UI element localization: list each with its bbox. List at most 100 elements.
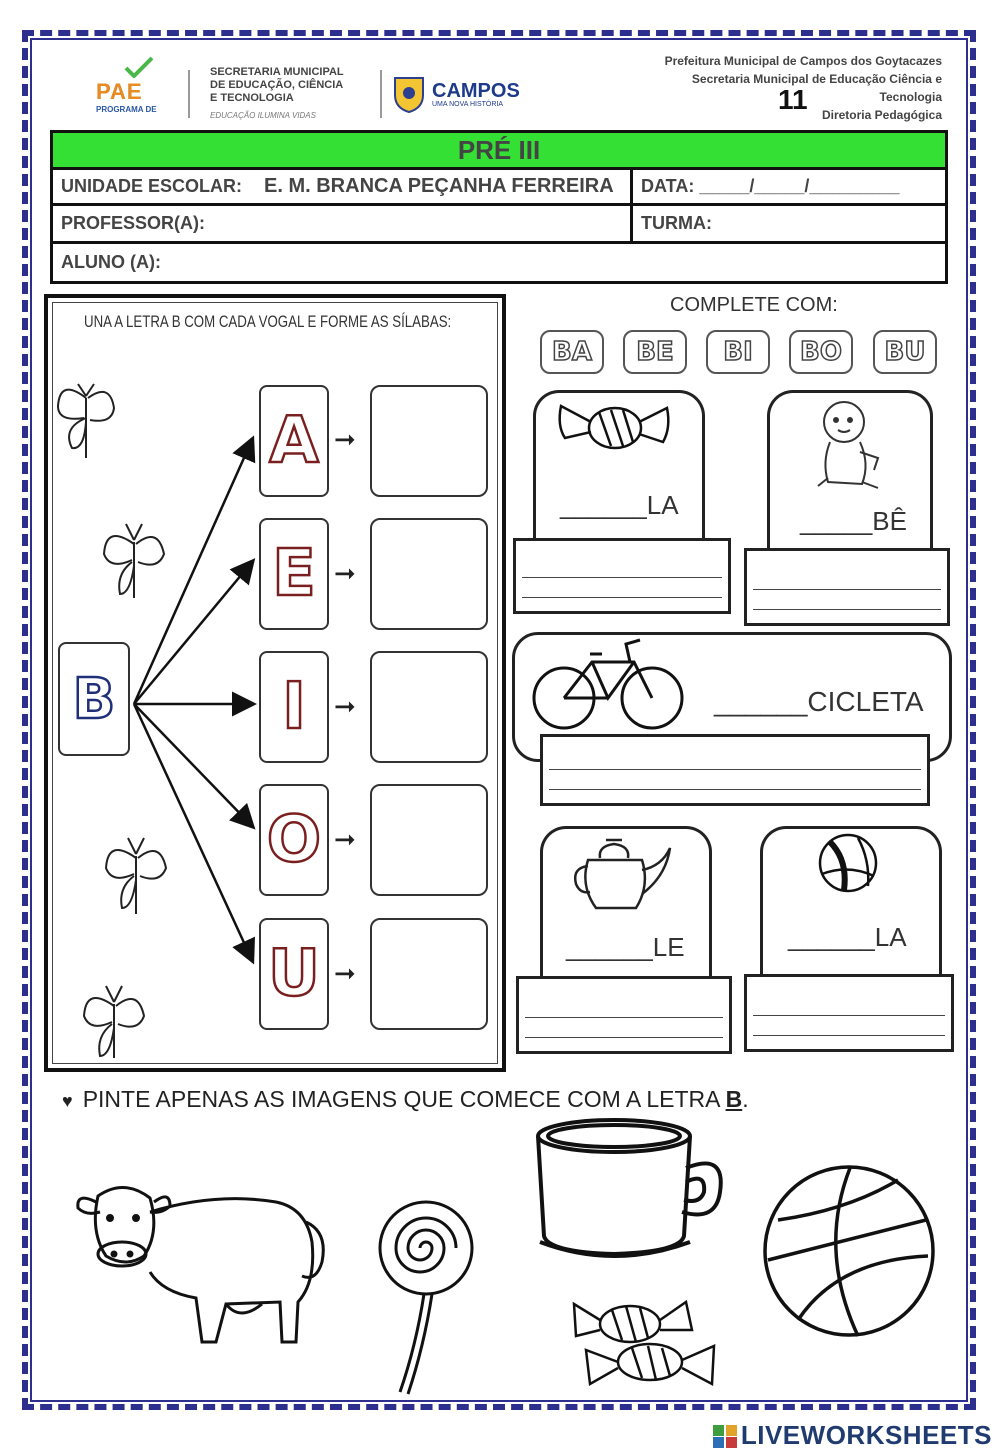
prefeitura-line-4: Diretoria Pedagógica bbox=[821, 108, 942, 122]
campos-crest-icon bbox=[394, 77, 424, 113]
word-ball: ______LA bbox=[788, 922, 907, 952]
bicycle-icon bbox=[532, 638, 684, 730]
bottom-instruction-text: PINTE APENAS AS IMAGENS QUE COMECE COM A… bbox=[82, 1086, 726, 1112]
campos-logo: CAMPOS UMA NOVA HISTÓRIA bbox=[392, 74, 552, 114]
campos-logo-text: CAMPOS bbox=[432, 80, 520, 102]
candy-icon bbox=[558, 404, 670, 450]
check-icon bbox=[124, 56, 154, 79]
syllable-bo: BO bbox=[789, 330, 853, 374]
ball-icon bbox=[818, 833, 878, 893]
right-arrow-icon: ➞ bbox=[334, 691, 356, 721]
word-baby: _____BÊ bbox=[800, 506, 907, 536]
class-label: TURMA: bbox=[641, 213, 712, 233]
teacher-row: PROFESSOR(A): TURMA: bbox=[50, 206, 948, 244]
student-row: ALUNO (A): bbox=[50, 244, 948, 284]
school-row: UNIDADE ESCOLAR: E. M. BRANCA PEÇANHA FE… bbox=[50, 170, 948, 206]
cow-icon[interactable] bbox=[66, 1172, 336, 1352]
vowel-box-i: I bbox=[259, 651, 329, 763]
beach-ball-icon[interactable] bbox=[758, 1160, 940, 1342]
syllable-bi: BI bbox=[706, 330, 770, 374]
heart-icon: ♥ bbox=[62, 1091, 73, 1111]
date-label[interactable]: DATA: _____/_____/_________ bbox=[641, 176, 900, 196]
campos-logo-sub: UMA NOVA HISTÓRIA bbox=[432, 101, 504, 108]
bottom-instruction-end: . bbox=[742, 1086, 749, 1112]
baby-icon bbox=[817, 401, 880, 489]
vowel-u: U bbox=[267, 936, 321, 1013]
footer-brand: LIVEWORKSHEETS bbox=[712, 1420, 992, 1451]
vowel-o: O bbox=[266, 802, 323, 879]
header-divider-2 bbox=[380, 70, 382, 118]
butterfly-icon bbox=[102, 523, 166, 598]
right-arrow-icon: ➞ bbox=[334, 824, 356, 854]
page-border bbox=[22, 30, 976, 1410]
word-bike: ______CICLETA bbox=[714, 686, 924, 717]
page-number: 11 bbox=[778, 84, 808, 115]
write-area-bike[interactable] bbox=[540, 734, 930, 806]
footer-brand-text: LIVEWORKSHEETS bbox=[740, 1420, 992, 1450]
syllable-bu: BU bbox=[873, 330, 937, 374]
teacher-label: PROFESSOR(A): bbox=[61, 213, 205, 233]
title-bar: PRÉ III bbox=[50, 130, 948, 170]
syllable-answer-ba[interactable] bbox=[370, 385, 488, 497]
butterfly-icon bbox=[82, 985, 146, 1058]
word-teapot: ______LE bbox=[566, 932, 685, 962]
vowel-box-e: E bbox=[259, 518, 329, 630]
write-area-ball[interactable] bbox=[744, 974, 954, 1052]
write-area-teapot[interactable] bbox=[516, 976, 732, 1054]
left-activity-panel bbox=[44, 294, 506, 1072]
prefeitura-line-3: Tecnologia bbox=[879, 90, 942, 104]
write-area-baby[interactable] bbox=[744, 548, 950, 626]
prefeitura-block: Prefeitura Municipal de Campos dos Goyta… bbox=[602, 52, 942, 124]
syllable-ba: BA bbox=[540, 330, 604, 374]
right-instruction: COMPLETE COM: bbox=[670, 294, 838, 316]
mug-icon[interactable] bbox=[530, 1112, 730, 1268]
right-arrow-icon: ➞ bbox=[334, 424, 356, 454]
school-label: UNIDADE ESCOLAR: bbox=[61, 176, 243, 196]
letter-b: B bbox=[71, 665, 116, 733]
vowel-box-a: A bbox=[259, 385, 329, 497]
vowel-box-o: O bbox=[259, 784, 329, 896]
right-arrow-icon: ➞ bbox=[334, 558, 356, 588]
syllable-be: BE bbox=[623, 330, 687, 374]
vowel-box-u: U bbox=[259, 918, 329, 1030]
butterfly-icon bbox=[56, 383, 116, 458]
secretaria-line-3: E TECNOLOGIA bbox=[210, 92, 294, 104]
syllable-answer-bi[interactable] bbox=[370, 651, 488, 763]
bottom-instruction: ♥ PINTE APENAS AS IMAGENS QUE COMECE COM … bbox=[62, 1086, 749, 1113]
pae-logo-text: PAE bbox=[96, 79, 176, 105]
liveworksheets-logo-icon bbox=[712, 1424, 737, 1448]
bottom-instruction-letter: B bbox=[725, 1086, 743, 1112]
word-candy: ______LA bbox=[560, 490, 679, 520]
prefeitura-line-1: Prefeitura Municipal de Campos dos Goyta… bbox=[664, 54, 942, 68]
syllable-answer-bu[interactable] bbox=[370, 918, 488, 1030]
secretaria-line-2: DE EDUCAÇÃO, CIÊNCIA bbox=[210, 79, 344, 91]
card-baby bbox=[767, 390, 933, 550]
lollipop-icon[interactable] bbox=[370, 1196, 480, 1396]
syllable-answer-be[interactable] bbox=[370, 518, 488, 630]
teapot-icon bbox=[574, 838, 672, 910]
student-label: ALUNO (A): bbox=[61, 252, 161, 272]
write-area-candy[interactable] bbox=[513, 538, 731, 614]
letter-b-box: B bbox=[58, 642, 130, 756]
secretaria-tagline: EDUCAÇÃO ILUMINA VIDAS bbox=[210, 111, 316, 120]
vowel-i: I bbox=[281, 669, 307, 746]
right-arrow-icon: ➞ bbox=[334, 958, 356, 988]
prefeitura-line-2: Secretaria Municipal de Educação Ciência… bbox=[691, 72, 942, 86]
vowel-a: A bbox=[268, 403, 320, 480]
syllable-bi-text: BI bbox=[723, 336, 754, 368]
school-value: E. M. BRANCA PEÇANHA FERREIRA bbox=[264, 175, 614, 197]
syllable-bu-text: BU bbox=[884, 336, 926, 368]
syllable-answer-bo[interactable] bbox=[370, 784, 488, 896]
card-candy bbox=[533, 390, 705, 540]
left-instruction: UNA A LETRA B COM CADA VOGAL E FORME AS … bbox=[84, 312, 452, 331]
syllable-ba-text: BA bbox=[551, 336, 592, 368]
grade-title: PRÉ III bbox=[457, 134, 541, 165]
secretaria-block: SECRETARIA MUNICIPAL DE EDUCAÇÃO, CIÊNCI… bbox=[210, 66, 375, 122]
pae-logo: PAE PROGRAMA DE bbox=[96, 56, 176, 122]
butterfly-icon bbox=[104, 837, 168, 914]
candies-icon[interactable] bbox=[560, 1290, 730, 1394]
pae-logo-sub: PROGRAMA DE bbox=[96, 105, 157, 114]
syllable-be-text: BE bbox=[635, 336, 674, 368]
secretaria-line-1: SECRETARIA MUNICIPAL bbox=[210, 66, 344, 78]
page-border-inner bbox=[30, 38, 968, 1402]
